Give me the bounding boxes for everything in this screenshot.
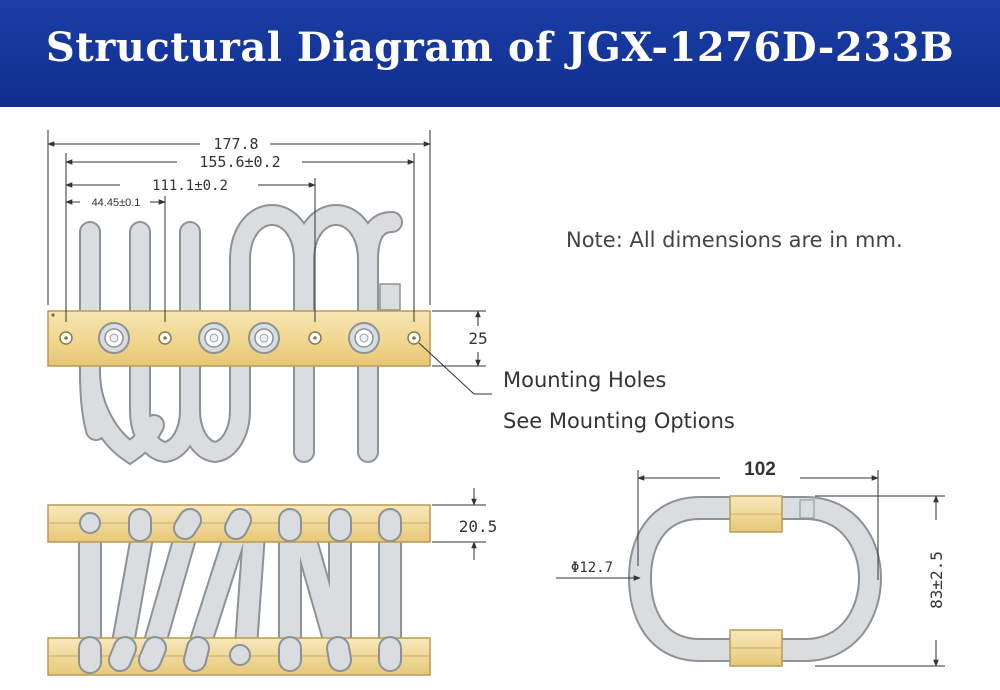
cable-ring — [629, 498, 881, 660]
dimension-lines-front — [47, 130, 492, 395]
clamp-bolt — [348, 322, 380, 354]
side-view: 20.5 — [47, 488, 498, 676]
page-title: Structural Diagram of JGX-1276D-233B — [45, 24, 955, 71]
dim-hole-span-outer: 155.6±0.2 — [199, 153, 280, 171]
dim-bar-thickness: 20.5 — [459, 517, 498, 536]
title-banner: Structural Diagram of JGX-1276D-233B — [0, 0, 1000, 107]
cable-loops-front — [79, 203, 403, 466]
cable-end-circle — [229, 644, 251, 666]
end-view: 102 83±2.5 Φ12.7 — [556, 459, 946, 667]
clamp-bolt-group — [98, 322, 380, 354]
dim-hole-pitch: 44.45±0.1 — [92, 197, 141, 209]
dim-height: 83±2.5 — [927, 551, 946, 609]
callout-mounting-options: See Mounting Options — [503, 409, 735, 433]
dimension-lines-end — [556, 470, 945, 667]
dim-width: 102 — [744, 459, 776, 480]
callout-mounting-holes: Mounting Holes — [503, 368, 667, 392]
clamp-bolt — [198, 322, 230, 354]
front-view: 177.8 155.6±0.2 111.1±0.2 44.45±0.1 25 — [47, 130, 492, 466]
dim-cable-diameter: Φ12.7 — [571, 560, 613, 576]
clamp-bolt — [248, 322, 280, 354]
dim-overall-length: 177.8 — [213, 135, 258, 153]
dim-hole-span-mid: 111.1±0.2 — [152, 178, 228, 194]
dimension-lines-side — [432, 488, 486, 560]
cable-end-circle — [79, 512, 101, 534]
units-note: Note: All dimensions are in mm. — [566, 228, 903, 252]
clamp-bolt — [98, 322, 130, 354]
dim-bar-height: 25 — [468, 329, 487, 348]
